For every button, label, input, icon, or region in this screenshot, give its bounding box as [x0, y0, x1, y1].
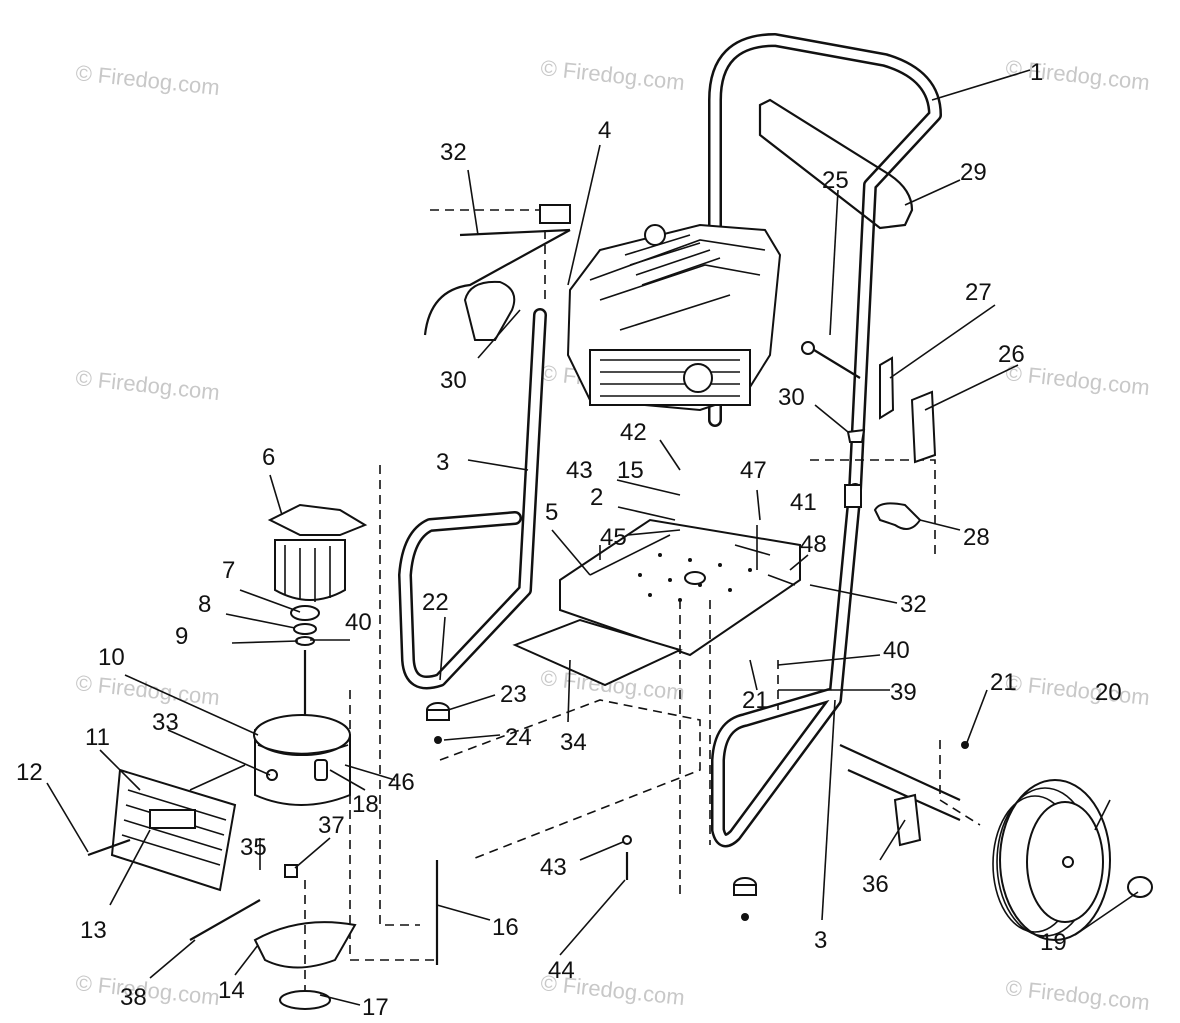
callout-2: 2	[590, 484, 603, 511]
callout-43: 43	[566, 457, 593, 484]
callout-3: 3	[814, 927, 827, 954]
callout-6: 6	[262, 444, 275, 471]
callout-30: 30	[440, 367, 467, 394]
callout-46: 46	[388, 769, 415, 796]
callout-25: 25	[822, 167, 849, 194]
callout-37: 37	[318, 812, 345, 839]
starter-handle-assembly	[423, 204, 571, 341]
callout-30: 30	[778, 384, 805, 411]
frame-tube-end	[844, 484, 862, 508]
callout-42: 42	[620, 419, 647, 446]
callout-12: 12	[16, 759, 43, 786]
callout-45: 45	[600, 524, 627, 551]
motor-armature	[267, 503, 368, 602]
callout-35: 35	[240, 834, 267, 861]
callout-3: 3	[436, 449, 449, 476]
callout-9: 9	[175, 623, 188, 650]
callout-11: 11	[85, 724, 110, 751]
motor-bottom-cover	[189, 864, 357, 1010]
callout-44: 44	[548, 957, 575, 984]
base-plate	[512, 518, 801, 687]
callout-32: 32	[440, 139, 467, 166]
handle-frame	[708, 33, 942, 497]
callout-24: 24	[505, 724, 532, 751]
callout-32: 32	[900, 591, 927, 618]
callout-13: 13	[80, 917, 107, 944]
left-leg-frame	[398, 308, 547, 690]
base-plate-center-hole	[684, 571, 706, 585]
callout-28: 28	[963, 524, 990, 551]
watermark-text: © Firedog.com	[1004, 55, 1150, 95]
callout-7: 7	[222, 557, 235, 584]
callout-15: 15	[617, 457, 644, 484]
engine-shaft-hub	[683, 363, 713, 393]
hub-cap	[1127, 876, 1153, 898]
callout-labels: 1 2 3 3 4 5 6 7 8 9 10 11 12 13 14 15 16…	[16, 59, 1122, 1021]
callout-20: 20	[1095, 679, 1122, 706]
switch-panel	[87, 764, 246, 892]
callout-4: 4	[598, 117, 611, 144]
callout-33: 33	[152, 709, 179, 736]
callout-21: 21	[742, 687, 769, 714]
starter-grip	[539, 204, 571, 224]
fuel-cap	[644, 224, 666, 246]
callout-23: 23	[500, 681, 527, 708]
wheel	[992, 779, 1153, 941]
callout-48: 48	[800, 531, 827, 558]
callout-22: 22	[422, 589, 449, 616]
knob-30	[463, 280, 516, 341]
callout-27: 27	[965, 279, 992, 306]
callout-14: 14	[218, 977, 245, 1004]
callout-16: 16	[492, 914, 519, 941]
engine	[566, 223, 782, 412]
callout-8: 8	[198, 591, 211, 618]
callout-47: 47	[740, 457, 767, 484]
leader-lines	[46, 69, 1139, 1006]
watermark-text: © Firedog.com	[74, 670, 220, 710]
callout-10: 10	[98, 644, 125, 671]
callout-29: 29	[960, 159, 987, 186]
callout-40: 40	[345, 609, 372, 636]
callout-26: 26	[998, 341, 1025, 368]
foot-pad-right	[733, 877, 757, 921]
callout-19: 19	[1040, 929, 1067, 956]
watermark-text: © Firedog.com	[1004, 360, 1150, 400]
watermark-text: © Firedog.com	[1004, 670, 1150, 710]
callout-17: 17	[362, 994, 389, 1021]
assembly-reference-lines	[349, 459, 981, 961]
motor-housing	[253, 714, 351, 806]
watermark-text: © Firedog.com	[1004, 975, 1150, 1015]
callout-41: 41	[790, 489, 817, 516]
callout-38: 38	[120, 984, 147, 1011]
handle-hardware	[801, 341, 937, 530]
callout-36: 36	[862, 871, 889, 898]
bolt-44	[622, 835, 632, 880]
callout-18: 18	[352, 791, 379, 818]
axle-assembly	[839, 741, 969, 847]
callout-34: 34	[560, 729, 587, 756]
callout-1: 1	[1030, 59, 1043, 86]
foot-pad-left	[426, 702, 450, 744]
watermark-text: © Firedog.com	[74, 365, 220, 405]
watermark-text: © Firedog.com	[74, 970, 220, 1010]
callout-43: 43	[540, 854, 567, 881]
right-leg-frame	[711, 483, 862, 848]
watermark-text: © Firedog.com	[74, 60, 220, 100]
watermark-text: © Firedog.com	[539, 55, 685, 95]
callout-5: 5	[545, 499, 558, 526]
callout-21: 21	[990, 669, 1017, 696]
callout-39: 39	[890, 679, 917, 706]
callout-40: 40	[883, 637, 910, 664]
